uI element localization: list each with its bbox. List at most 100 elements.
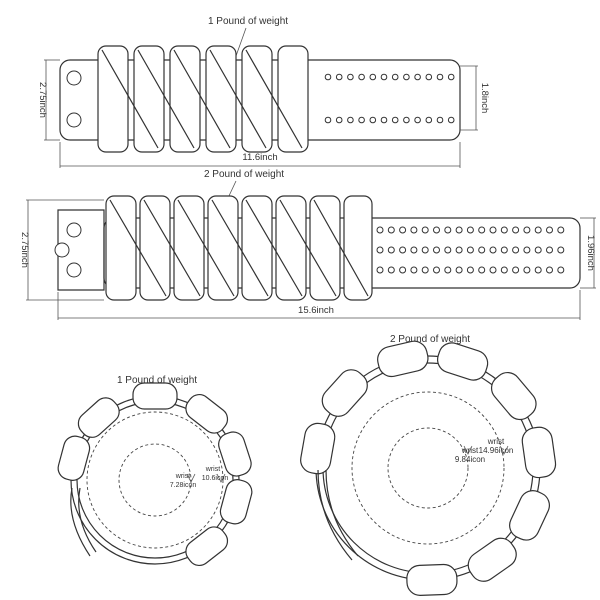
weight-pad	[97, 45, 129, 153]
strap-hole	[425, 73, 433, 81]
weight-pad	[219, 479, 253, 525]
strap-hole	[444, 266, 452, 274]
weight-pad	[521, 426, 557, 479]
outer-circumference-dash	[351, 391, 505, 545]
height-right-label: 1.96inch	[585, 235, 596, 271]
outer-wrist-label: wrist	[487, 437, 505, 446]
strap-hole	[380, 116, 388, 124]
strap-hole	[369, 116, 377, 124]
strap-hole	[557, 266, 565, 274]
weight-pad	[132, 382, 178, 410]
weight-pad	[133, 45, 165, 153]
height-right-label: 1.8inch	[479, 83, 490, 114]
weight-pad	[241, 195, 273, 301]
strap-hole	[387, 226, 395, 234]
strap-hole	[447, 116, 455, 124]
strap-hole	[500, 246, 508, 254]
strap-hole	[489, 266, 497, 274]
strap-hole	[523, 266, 531, 274]
strap-hole	[444, 246, 452, 254]
strap-hole	[455, 246, 463, 254]
weight-pads	[300, 340, 557, 596]
strap-hole	[410, 246, 418, 254]
strap-hole	[534, 226, 542, 234]
weight-pads	[57, 382, 253, 567]
strap-hole	[391, 116, 399, 124]
strap-hole	[335, 116, 343, 124]
strap-hole	[335, 73, 343, 81]
strap-hole	[358, 116, 365, 124]
strap-hole	[347, 73, 354, 81]
strap-hole	[399, 226, 407, 234]
strap-hole	[369, 73, 377, 81]
strap-hole	[500, 226, 508, 234]
strap-hole	[410, 266, 418, 274]
buckle-rivet	[66, 70, 82, 86]
strap-2lb-body	[103, 217, 581, 289]
strap-hole	[324, 73, 332, 81]
outer-circumference-dash	[86, 411, 224, 549]
arrow-head-icon	[463, 445, 473, 455]
strap-hole	[376, 246, 384, 254]
title-leader-line	[227, 180, 237, 199]
weight-pad	[105, 195, 137, 301]
buckle-rivet	[66, 112, 82, 128]
buckle-strap	[325, 469, 359, 557]
weight-segments	[105, 195, 373, 301]
weight-pad	[241, 45, 273, 153]
buckle-tab	[57, 209, 105, 291]
weight-pad	[139, 195, 171, 301]
weight-pad	[467, 537, 517, 582]
weight-pad	[169, 45, 201, 153]
weight-pad	[205, 45, 237, 153]
strap-hole	[489, 226, 497, 234]
height-left-label: 2.75inch	[19, 232, 30, 268]
strap-hole	[425, 116, 433, 124]
inner-wrist-label: wrist	[175, 473, 190, 480]
strap-hole	[387, 246, 395, 254]
strap-hole	[324, 116, 332, 124]
strap-1lb-wrapped: 1 Pound of weight wrist 10.6icon wrist 7…	[57, 375, 253, 567]
strap-hole	[455, 226, 463, 234]
strap-hole	[478, 246, 486, 254]
strap-hole	[433, 226, 440, 234]
strap-hole	[399, 266, 407, 274]
length-label: 15.6inch	[298, 305, 334, 316]
strap-hole	[489, 246, 497, 254]
outer-wrist-label: wrist	[205, 466, 220, 473]
buckle-rivet	[66, 222, 82, 238]
strap-hole	[358, 73, 365, 81]
strap-hole	[512, 266, 520, 274]
strap-hole	[421, 246, 429, 254]
strap-hole	[500, 266, 508, 274]
adjustment-holes	[324, 73, 455, 124]
weight-pad	[436, 342, 489, 381]
strap-1lb-flat: 1 Pound of weight 2.75inch 1.8inch	[37, 16, 490, 168]
inner-circumference-dash	[118, 443, 192, 517]
weight-pad	[57, 435, 91, 481]
strap-hole	[534, 246, 542, 254]
arrow-head-icon	[499, 445, 509, 455]
strap-hole	[557, 226, 565, 234]
diagonal-seam-lines	[101, 49, 303, 149]
strap-hole	[512, 246, 520, 254]
inner-circumference-dash	[387, 427, 469, 509]
strap-hole	[436, 73, 444, 81]
weight-pad	[218, 431, 252, 477]
strap-hole	[466, 226, 474, 234]
strap-hole	[534, 266, 542, 274]
weight-pad	[509, 490, 550, 541]
strap-hole	[478, 266, 486, 274]
strap-hole	[455, 266, 463, 274]
weight-pad	[490, 371, 537, 421]
weight-pad	[77, 397, 120, 438]
strap-hole	[546, 226, 553, 234]
arrow-head-icon	[186, 473, 196, 483]
buckle-strap	[78, 487, 97, 553]
strap-hole	[557, 246, 565, 254]
strap-1lb-title: 1 Pound of weight	[208, 16, 288, 27]
weight-pad	[275, 195, 307, 301]
strap-hole	[421, 226, 429, 234]
